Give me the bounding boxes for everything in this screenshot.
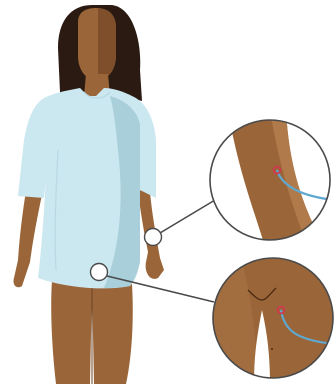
left-leg bbox=[51, 280, 92, 384]
groin-skin-mark bbox=[271, 348, 273, 350]
right-leg bbox=[92, 284, 133, 384]
groin-site-marker bbox=[91, 264, 108, 281]
arm-site-marker bbox=[145, 229, 162, 246]
